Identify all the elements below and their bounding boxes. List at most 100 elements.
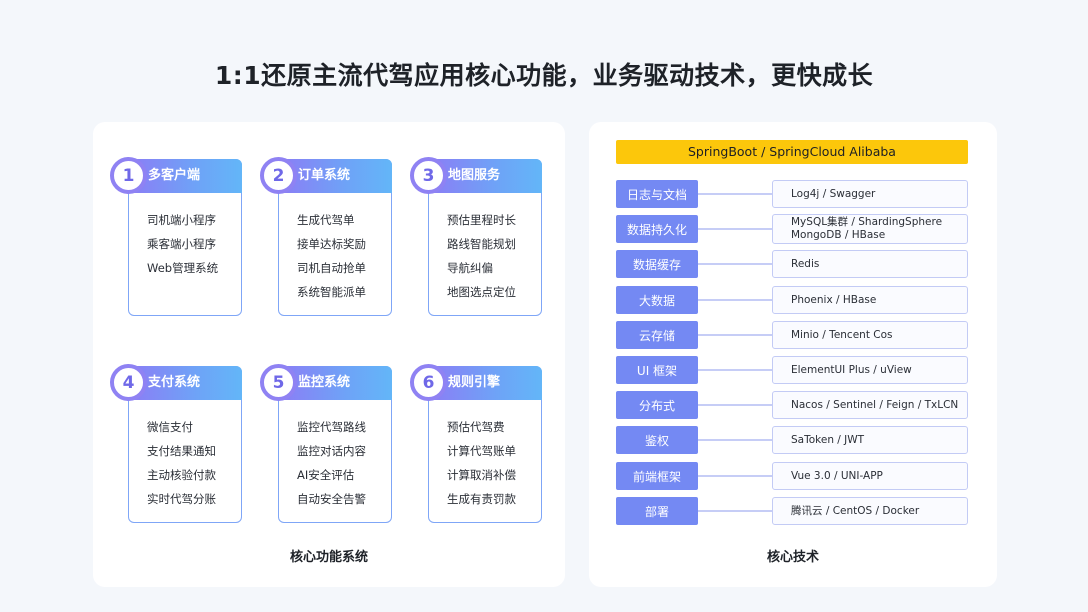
tech-category-label: 分布式: [616, 391, 698, 419]
tech-value-text: Log4j / Swagger: [791, 187, 876, 200]
tech-value-box: Phoenix / HBase: [772, 286, 968, 314]
tech-category-label: 鉴权: [616, 426, 698, 454]
tech-category-label: 云存储: [616, 321, 698, 349]
tech-value-text: Phoenix / HBase: [791, 293, 877, 306]
connector-line: [698, 404, 772, 406]
tech-category-label: 部署: [616, 497, 698, 525]
feature-card-title: 订单系统: [298, 168, 351, 183]
feature-card-title: 多客户端: [148, 168, 201, 183]
tech-value-box: Vue 3.0 / UNI-APP: [772, 462, 968, 490]
feature-item-list: 生成代驾单接单达标奖励司机自动抢单系统智能派单: [297, 208, 366, 304]
page-title: 1:1还原主流代驾应用核心功能，业务驱动技术，更快成长: [214, 61, 874, 90]
tech-category-label: 大数据: [616, 286, 698, 314]
connector-line: [698, 439, 772, 441]
tech-value-box: Log4j / Swagger: [772, 180, 968, 208]
tech-category-label: 前端框架: [616, 462, 698, 490]
tech-value-text: MySQL集群 / ShardingSphere: [791, 216, 943, 228]
feature-card-number: 4: [110, 364, 147, 401]
feature-card-title: 地图服务: [448, 168, 501, 183]
feature-item: AI安全评估: [297, 468, 355, 482]
feature-item: 系统智能派单: [297, 285, 366, 299]
tech-value-box: Minio / Tencent Cos: [772, 321, 968, 349]
tech-value-box: Redis: [772, 250, 968, 278]
feature-item: 接单达标奖励: [297, 237, 366, 251]
feature-item: 监控代驾路线: [297, 420, 366, 434]
feature-item: 生成代驾单: [297, 213, 355, 227]
tech-caption: 核心技术: [766, 550, 819, 565]
connector-line: [698, 334, 772, 336]
feature-item: 实时代驾分账: [147, 492, 216, 506]
feature-item-list: 预估里程时长路线智能规划导航纠偏地图选点定位: [447, 208, 516, 304]
tech-value-box: 腾讯云 / CentOS / Docker: [772, 497, 968, 525]
feature-card-number: 3: [410, 157, 447, 194]
features-caption: 核心功能系统: [289, 550, 368, 565]
connector-line: [698, 299, 772, 301]
feature-item: 监控对话内容: [297, 444, 366, 458]
connector-line: [698, 228, 772, 230]
feature-item-list: 预估代驾费计算代驾账单计算取消补偿生成有责罚款: [447, 415, 516, 511]
tech-value-text: ElementUI Plus / uView: [791, 363, 912, 376]
feature-card-title: 支付系统: [148, 375, 201, 390]
feature-item-list: 司机端小程序乘客端小程序 Web管理系统: [147, 208, 218, 280]
connector-line: [698, 263, 772, 265]
tech-value-text: Minio / Tencent Cos: [791, 328, 893, 341]
feature-item: 司机自动抢单: [297, 261, 366, 275]
tech-row: UI 框架 ElementUI Plus / uView: [616, 356, 968, 384]
feature-card-number: 6: [410, 364, 447, 401]
tech-row: 部署 腾讯云 / CentOS / Docker: [616, 497, 968, 525]
tech-row: 大数据 Phoenix / HBase: [616, 286, 968, 314]
feature-item: 主动核验付款: [147, 468, 216, 482]
feature-item: 计算代驾账单: [447, 444, 516, 458]
feature-card-number: 1: [110, 157, 147, 194]
feature-item: 微信支付: [147, 420, 193, 434]
feature-card-number: 5: [260, 364, 297, 401]
connector-line: [698, 475, 772, 477]
tech-stack-banner: SpringBoot / SpringCloud Alibaba: [616, 140, 968, 164]
tech-category-label: 数据持久化: [616, 215, 698, 243]
feature-item: 自动安全告警: [297, 492, 366, 506]
feature-card-number: 2: [260, 157, 297, 194]
tech-row: 分布式 Nacos / Sentinel / Feign / TxLCN: [616, 391, 968, 419]
feature-item-list: 监控代驾路线监控对话内容 AI安全评估自动安全告警: [297, 415, 366, 511]
tech-category-label: UI 框架: [616, 356, 698, 384]
feature-item: 司机端小程序: [147, 213, 216, 227]
tech-row: 数据缓存 Redis: [616, 250, 968, 278]
feature-item: Web管理系统: [147, 261, 219, 275]
connector-line: [698, 193, 772, 195]
tech-category-label: 数据缓存: [616, 250, 698, 278]
connector-line: [698, 510, 772, 512]
tech-value-text: Vue 3.0 / UNI-APP: [791, 469, 883, 482]
feature-item: 地图选点定位: [447, 285, 516, 299]
connector-line: [698, 369, 772, 371]
feature-item-list: 微信支付支付结果通知主动核验付款实时代驾分账: [147, 415, 216, 511]
feature-item: 导航纠偏: [447, 261, 493, 275]
tech-value-text: 腾讯云 / CentOS / Docker: [791, 504, 920, 517]
feature-card-title: 监控系统: [298, 375, 351, 390]
feature-item: 支付结果通知: [147, 444, 216, 458]
feature-item: 乘客端小程序: [147, 237, 216, 251]
tech-row: 鉴权 SaToken / JWT: [616, 426, 968, 454]
feature-item: 路线智能规划: [447, 237, 516, 251]
tech-value-text: SaToken / JWT: [791, 433, 865, 446]
feature-item: 预估代驾费: [447, 420, 505, 434]
feature-item: 预估里程时长: [447, 213, 516, 227]
tech-value-text: Nacos / Sentinel / Feign / TxLCN: [791, 398, 959, 411]
feature-item: 计算取消补偿: [447, 468, 516, 482]
tech-value-box: ElementUI Plus / uView: [772, 356, 968, 384]
feature-card-title: 规则引擎: [448, 375, 501, 390]
